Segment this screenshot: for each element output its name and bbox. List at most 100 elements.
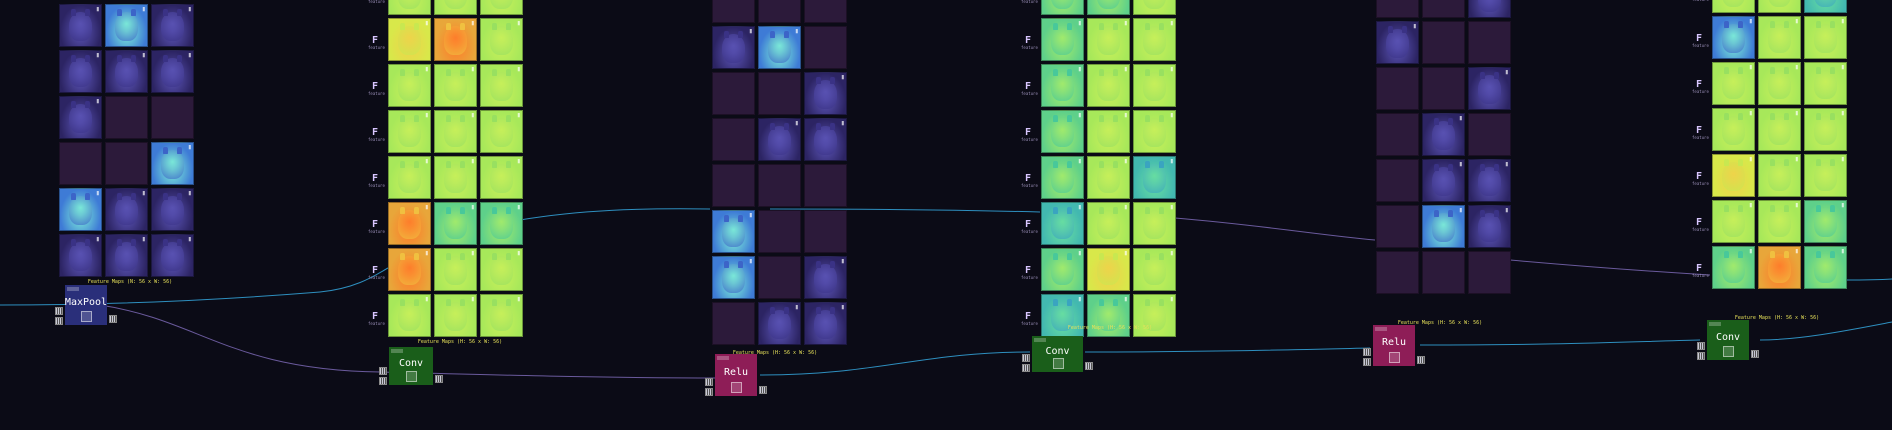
feature-map-thumbnail[interactable]: ▮ — [1133, 18, 1176, 61]
feature-map-thumbnail[interactable]: ▮ — [388, 0, 431, 15]
feature-map-thumbnail[interactable]: ▮ — [1041, 248, 1084, 291]
node-maxpool[interactable]: MaxPool — [65, 285, 107, 325]
feature-map-thumbnail[interactable]: ▮ — [480, 18, 523, 61]
node-expand-icon[interactable] — [1389, 352, 1400, 363]
node-conv[interactable]: Conv — [389, 347, 433, 385]
feature-map-thumbnail[interactable]: ▮ — [480, 202, 523, 245]
feature-map-thumbnail[interactable]: ▮ — [434, 202, 477, 245]
feature-map-thumbnail[interactable]: ▮ — [1804, 62, 1847, 105]
input-port[interactable] — [1363, 358, 1371, 366]
feature-map-thumbnail[interactable]: ▮ — [1712, 200, 1755, 243]
feature-map-thumbnail[interactable]: ▮ — [1758, 62, 1801, 105]
output-port[interactable] — [1085, 362, 1093, 370]
node-expand-icon[interactable] — [1052, 358, 1064, 369]
feature-map-thumbnail[interactable] — [758, 0, 801, 23]
feature-map-thumbnail[interactable] — [758, 256, 801, 299]
feature-map-thumbnail[interactable]: ▮ — [434, 294, 477, 337]
feature-map-thumbnail[interactable]: ▮ — [388, 202, 431, 245]
feature-map-thumbnail[interactable]: ▮ — [1133, 156, 1176, 199]
feature-map-thumbnail[interactable] — [59, 142, 102, 185]
feature-map-thumbnail[interactable]: ▮ — [1712, 16, 1755, 59]
feature-map-thumbnail[interactable]: ▮ — [1376, 21, 1419, 64]
output-port[interactable] — [1751, 350, 1759, 358]
feature-map-thumbnail[interactable]: ▮ — [59, 4, 102, 47]
feature-map-thumbnail[interactable]: ▮ — [480, 110, 523, 153]
feature-map-thumbnail[interactable]: ▮ — [1804, 0, 1847, 13]
node-relu[interactable]: Relu — [715, 354, 757, 396]
feature-map-thumbnail[interactable]: ▮ — [1087, 0, 1130, 15]
feature-map-thumbnail[interactable]: ▮ — [1758, 246, 1801, 289]
feature-map-thumbnail[interactable]: ▮ — [434, 64, 477, 107]
input-port[interactable] — [379, 367, 387, 375]
feature-map-thumbnail[interactable]: ▮ — [1422, 205, 1465, 248]
feature-map-thumbnail[interactable]: ▮ — [1041, 156, 1084, 199]
feature-map-thumbnail[interactable]: ▮ — [151, 4, 194, 47]
node-conv[interactable]: Conv — [1707, 320, 1749, 360]
feature-map-thumbnail[interactable]: ▮ — [105, 4, 148, 47]
feature-map-thumbnail[interactable]: ▮ — [480, 0, 523, 15]
feature-map-thumbnail[interactable] — [1422, 251, 1465, 294]
input-port[interactable] — [55, 307, 63, 315]
output-port[interactable] — [1417, 356, 1425, 364]
feature-map-thumbnail[interactable]: ▮ — [1041, 0, 1084, 15]
feature-map-thumbnail[interactable]: ▮ — [1422, 159, 1465, 202]
feature-map-thumbnail[interactable]: ▮ — [434, 0, 477, 15]
feature-map-thumbnail[interactable] — [1468, 21, 1511, 64]
node-expand-icon[interactable] — [406, 371, 417, 382]
feature-map-thumbnail[interactable] — [1422, 0, 1465, 18]
feature-map-thumbnail[interactable] — [1422, 67, 1465, 110]
feature-map-thumbnail[interactable]: ▮ — [804, 256, 847, 299]
feature-map-thumbnail[interactable] — [1376, 0, 1419, 18]
feature-map-thumbnail[interactable]: ▮ — [1133, 202, 1176, 245]
feature-map-thumbnail[interactable]: ▮ — [712, 26, 755, 69]
feature-map-thumbnail[interactable]: ▮ — [480, 64, 523, 107]
input-port[interactable] — [379, 377, 387, 385]
input-port[interactable] — [1022, 364, 1030, 372]
feature-map-thumbnail[interactable]: ▮ — [480, 156, 523, 199]
feature-map-thumbnail[interactable] — [712, 0, 755, 23]
feature-map-thumbnail[interactable]: ▮ — [1041, 294, 1084, 337]
feature-map-thumbnail[interactable] — [1468, 113, 1511, 156]
feature-map-thumbnail[interactable]: ▮ — [480, 294, 523, 337]
feature-map-thumbnail[interactable]: ▮ — [1468, 67, 1511, 110]
feature-map-thumbnail[interactable]: ▮ — [804, 118, 847, 161]
feature-map-thumbnail[interactable]: ▮ — [105, 188, 148, 231]
feature-map-thumbnail[interactable]: ▮ — [1804, 154, 1847, 197]
feature-map-thumbnail[interactable]: ▮ — [804, 302, 847, 345]
input-port[interactable] — [55, 317, 63, 325]
feature-map-thumbnail[interactable]: ▮ — [151, 142, 194, 185]
feature-map-thumbnail[interactable]: ▮ — [1041, 202, 1084, 245]
feature-map-thumbnail[interactable]: ▮ — [1087, 248, 1130, 291]
feature-map-thumbnail[interactable]: ▮ — [151, 50, 194, 93]
feature-map-thumbnail[interactable]: ▮ — [388, 64, 431, 107]
node-expand-icon[interactable] — [81, 311, 92, 322]
feature-map-thumbnail[interactable]: ▮ — [758, 118, 801, 161]
feature-map-thumbnail[interactable]: ▮ — [1133, 0, 1176, 15]
feature-map-thumbnail[interactable]: ▮ — [388, 294, 431, 337]
feature-map-thumbnail[interactable]: ▮ — [1041, 110, 1084, 153]
feature-map-thumbnail[interactable]: ▮ — [1758, 200, 1801, 243]
feature-map-thumbnail[interactable] — [758, 210, 801, 253]
feature-map-thumbnail[interactable] — [1422, 21, 1465, 64]
feature-map-thumbnail[interactable]: ▮ — [1422, 113, 1465, 156]
feature-map-thumbnail[interactable]: ▮ — [434, 18, 477, 61]
input-port[interactable] — [1363, 348, 1371, 356]
feature-map-thumbnail[interactable] — [712, 302, 755, 345]
feature-map-thumbnail[interactable]: ▮ — [1712, 154, 1755, 197]
feature-map-thumbnail[interactable]: ▮ — [1758, 0, 1801, 13]
feature-map-thumbnail[interactable]: ▮ — [1758, 108, 1801, 151]
feature-map-thumbnail[interactable]: ▮ — [388, 18, 431, 61]
output-port[interactable] — [435, 375, 443, 383]
feature-map-thumbnail[interactable] — [758, 72, 801, 115]
